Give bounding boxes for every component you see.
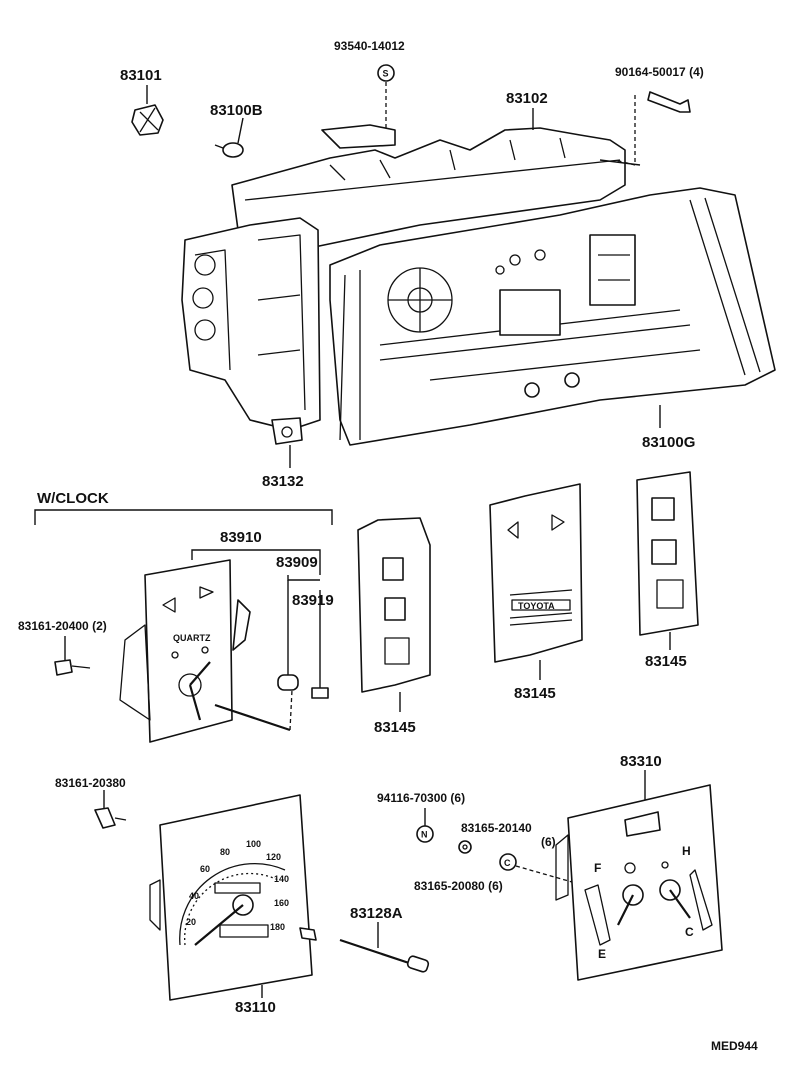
speedometer-83110: 20 40 60 80 100 120 140 160 180: [149, 794, 313, 1001]
indicator-panel-left: [357, 517, 431, 712]
label-83100b: 83100B: [210, 102, 263, 119]
screw-83161-20400: [54, 636, 91, 676]
clock-assembly: QUARTZ: [119, 559, 251, 743]
cluster-case-assembly: [181, 127, 776, 446]
label-83165-20080: 83165-20080 (6): [414, 879, 503, 893]
clock-adjust-83919: [311, 687, 329, 699]
label-83909: 83909: [276, 554, 318, 571]
speed-tick-140: 140: [274, 874, 289, 884]
speed-tick-60: 60: [200, 864, 210, 874]
label-83128a: 83128A: [350, 905, 403, 922]
screw-90164: [614, 91, 691, 166]
label-83145-center: 83145: [514, 685, 556, 702]
speed-tick-180: 180: [270, 922, 285, 932]
label-83101: 83101: [120, 67, 162, 84]
speed-tick-80: 80: [220, 847, 230, 857]
screw-83161-20380: [94, 790, 127, 829]
indicator-panel-right: [636, 471, 699, 650]
speed-tick-40: 40: [189, 891, 199, 901]
combination-gauge-83310: F E H C: [555, 770, 723, 981]
diagram-code: MED944: [711, 1039, 758, 1053]
label-83165-20140-qty: (6): [541, 835, 556, 849]
label-83910: 83910: [220, 529, 262, 546]
label-94116-70300: 94116-70300 (6): [377, 791, 465, 805]
label-83100g: 83100G: [642, 434, 695, 451]
nut-94116: N: [416, 808, 434, 843]
washer-83165-20080: [458, 840, 472, 854]
label-83145-right: 83145: [645, 653, 687, 670]
label-83310: 83310: [620, 753, 662, 770]
fastener-c-mark: C: [504, 858, 511, 868]
label-wclock: W/CLOCK: [37, 490, 109, 507]
label-83132: 83132: [262, 473, 304, 490]
quartz-mark: QUARTZ: [173, 633, 211, 643]
speed-tick-160: 160: [274, 898, 289, 908]
label-90164-50017: 90164-50017 (4): [615, 65, 704, 79]
label-83165-20140: 83165-20140: [461, 821, 532, 835]
fastener-n-mark: N: [421, 830, 428, 840]
bulb-socket-83101: [131, 104, 164, 136]
gauge-e-mark: E: [598, 947, 606, 961]
label-83110: 83110: [235, 999, 276, 1016]
speedometer-shaft-83128a: [299, 922, 430, 973]
gauge-f-mark: F: [594, 861, 601, 875]
speed-tick-100: 100: [246, 839, 261, 849]
label-83161-20380: 83161-20380: [55, 776, 126, 790]
fastener-s-mark: S: [383, 69, 389, 79]
speed-tick-120: 120: [266, 852, 281, 862]
gauge-h-mark: H: [682, 844, 691, 858]
bulb-83100b: [214, 142, 244, 158]
wclock-bracket: [34, 509, 333, 525]
indicator-panel-center: TOYOTA: [489, 483, 583, 680]
label-83102: 83102: [506, 90, 548, 107]
speed-tick-20: 20: [186, 917, 196, 927]
clock-knob-83909: [277, 674, 299, 691]
left-housing: [181, 217, 321, 431]
label-83919: 83919: [292, 592, 334, 609]
toyota-mark: TOYOTA: [518, 601, 555, 611]
screw-93540: S: [321, 64, 396, 149]
label-83145-left: 83145: [374, 719, 416, 736]
washer-83165-20140: C: [499, 853, 573, 883]
label-93540-14012: 93540-14012: [334, 39, 405, 53]
gauge-c-mark: C: [685, 925, 694, 939]
label-83161-20400: 83161-20400 (2): [18, 619, 107, 633]
